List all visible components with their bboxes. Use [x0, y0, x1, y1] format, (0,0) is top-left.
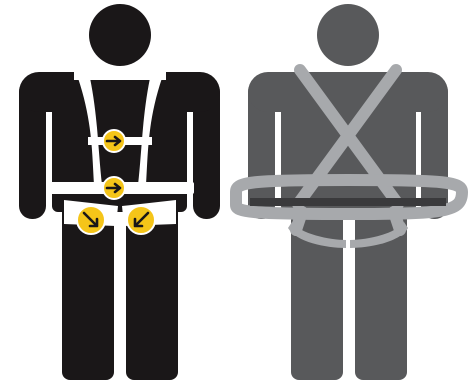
- figure-harness-straps-only: [236, 4, 462, 380]
- head: [317, 4, 379, 66]
- harness-yoke: [74, 72, 166, 80]
- belt-inner-band: [250, 198, 446, 206]
- waist-buckle: [103, 177, 125, 199]
- figure-worn-harness: [19, 4, 220, 380]
- left-leg-riser: [296, 212, 302, 230]
- chest-buckle: [103, 130, 125, 152]
- right-leg-buckle: [127, 206, 155, 234]
- head: [89, 4, 151, 66]
- left-leg-buckle: [77, 206, 105, 234]
- right-leg-riser: [394, 212, 400, 230]
